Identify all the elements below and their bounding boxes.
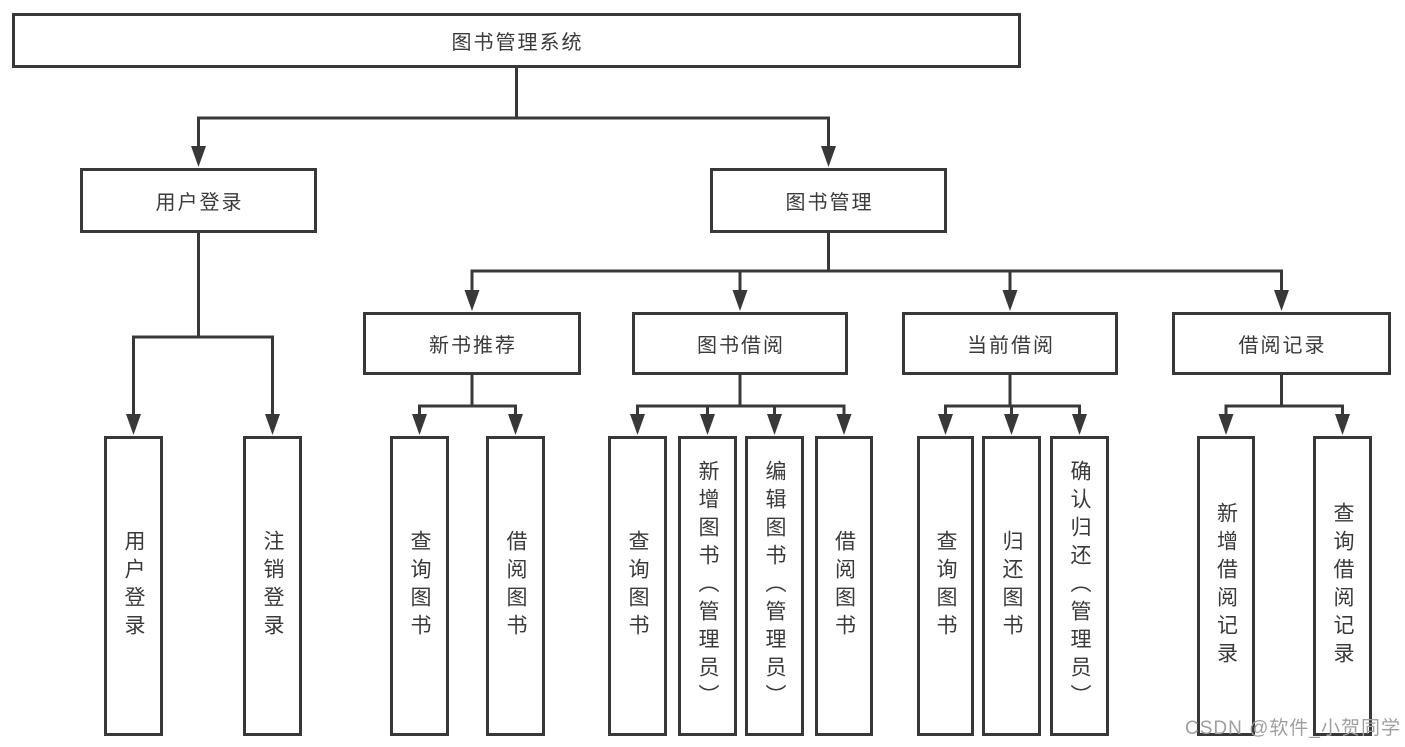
node-label-leaf-borrow-books-2: 借阅图书 [832, 530, 856, 642]
node-label-leaf-edit-books-admin: 编辑图书（管理员） [763, 460, 786, 712]
arrowhead-icon [1004, 414, 1019, 435]
node-leaf-add-books-admin: 新增图书（管理员） [678, 436, 737, 736]
arrowhead-icon [767, 414, 782, 435]
arrowhead-icon [191, 146, 206, 167]
node-label-leaf-confirm-return-admin: 确认归还（管理员） [1068, 460, 1091, 712]
node-leaf-user-login: 用户登录 [104, 436, 163, 736]
arrowhead-icon [821, 146, 836, 167]
node-user-login: 用户登录 [80, 168, 317, 233]
node-label-book-borrowing: 图书借阅 [697, 335, 785, 357]
node-label-borrowing-records: 借阅记录 [1238, 335, 1327, 357]
arrowhead-icon [1072, 414, 1087, 435]
node-leaf-query-books-1: 查询图书 [390, 436, 449, 736]
node-leaf-add-borrow-record: 新增借阅记录 [1197, 436, 1255, 736]
arrowhead-icon [412, 414, 427, 435]
node-label-new-book-recommend: 新书推荐 [429, 335, 517, 357]
arrowhead-icon [126, 414, 141, 435]
node-label-root: 图书管理系统 [451, 32, 584, 54]
arrowhead-icon [1335, 414, 1350, 435]
arrowhead-icon [1274, 290, 1289, 311]
node-label-current-borrowing: 当前借阅 [967, 335, 1055, 357]
watermark: CSDN @软件_小贺同学 [1185, 718, 1401, 739]
node-leaf-confirm-return-admin: 确认归还（管理员） [1050, 436, 1109, 736]
node-leaf-borrow-books-2: 借阅图书 [815, 436, 873, 736]
node-leaf-query-borrow-record: 查询借阅记录 [1313, 436, 1372, 736]
arrowhead-icon [630, 414, 645, 435]
node-leaf-query-books-3: 查询图书 [917, 436, 974, 736]
node-label-user-login: 用户登录 [155, 192, 244, 214]
arrowhead-icon [1218, 414, 1234, 435]
arrowhead-icon [265, 414, 280, 435]
node-label-leaf-logout: 注销登录 [261, 530, 284, 642]
node-label-leaf-add-books-admin: 新增图书（管理员） [696, 460, 719, 712]
arrowhead-icon [508, 414, 523, 435]
node-label-leaf-add-borrow-record: 新增借阅记录 [1214, 502, 1238, 670]
node-label-leaf-return-books: 归还图书 [1000, 530, 1023, 642]
node-root: 图书管理系统 [12, 13, 1021, 68]
node-new-book-recommend: 新书推荐 [363, 312, 581, 375]
node-label-book-management: 图书管理 [785, 192, 874, 214]
arrowhead-icon [700, 414, 715, 435]
node-label-leaf-query-books-2: 查询图书 [626, 530, 649, 642]
node-leaf-return-books: 归还图书 [982, 436, 1041, 736]
node-book-borrowing: 图书借阅 [632, 312, 848, 375]
node-label-leaf-query-books-3: 查询图书 [934, 530, 957, 642]
arrowhead-icon [732, 290, 748, 311]
node-leaf-query-books-2: 查询图书 [608, 436, 667, 736]
node-leaf-logout: 注销登录 [243, 436, 302, 736]
node-label-leaf-query-books-1: 查询图书 [408, 530, 431, 642]
node-label-leaf-borrow-books-1: 借阅图书 [504, 530, 527, 642]
node-current-borrowing: 当前借阅 [902, 312, 1118, 375]
arrowhead-icon [464, 290, 480, 311]
node-leaf-edit-books-admin: 编辑图书（管理员） [745, 436, 804, 736]
arrowhead-icon [938, 414, 953, 435]
node-label-leaf-user-login: 用户登录 [122, 530, 145, 642]
node-leaf-borrow-books-1: 借阅图书 [486, 436, 545, 736]
node-borrowing-records: 借阅记录 [1172, 312, 1391, 375]
arrowhead-icon [1002, 290, 1018, 311]
arrowhead-icon [836, 414, 852, 435]
node-label-leaf-query-borrow-record: 查询借阅记录 [1331, 502, 1354, 670]
node-book-management: 图书管理 [710, 168, 947, 233]
